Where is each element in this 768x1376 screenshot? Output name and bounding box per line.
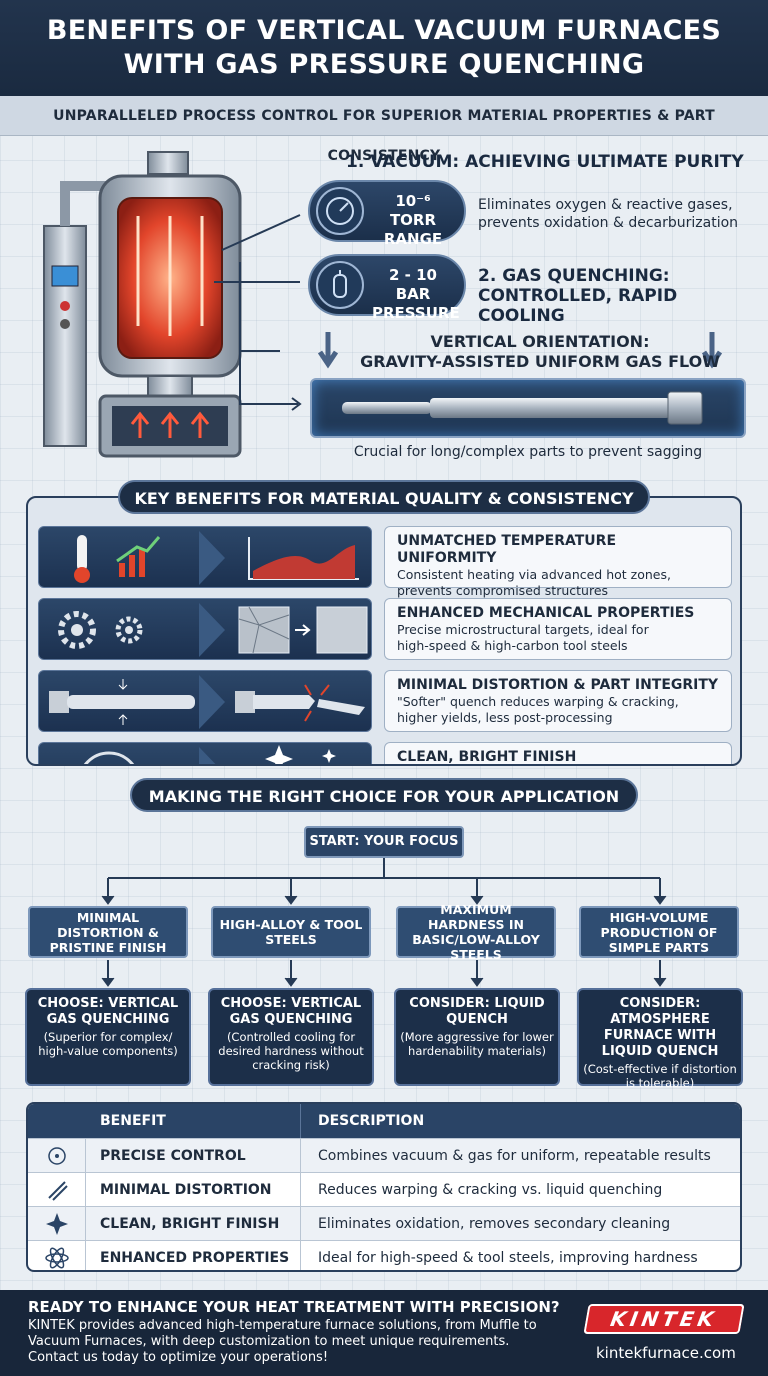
- decision-tree-connectors: [101, 858, 667, 987]
- title-line-2: WITH GAS PRESSURE QUENCHING: [123, 49, 645, 80]
- vacuum-desc-line-2: prevents oxidation & decarburization: [478, 215, 739, 231]
- microstructure-illustration: [38, 598, 372, 660]
- gas-cylinder-icon: [316, 261, 364, 309]
- benefit-desc-line-2: high-speed & high-carbon tool steels: [397, 638, 628, 653]
- footer-line-2: Vacuum Furnaces, with deep customization…: [28, 1334, 510, 1349]
- orientation-title: VERTICAL ORIENTATION: GRAVITY-ASSISTED U…: [330, 332, 750, 372]
- focus-option: HIGH-VOLUME PRODUCTION OF SIMPLE PARTS: [579, 906, 739, 958]
- sparkle-icon: [28, 1207, 86, 1241]
- distortion-comparison-illustration: [38, 670, 372, 732]
- table-header: BENEFIT DESCRIPTION: [28, 1104, 740, 1138]
- column-header-description: DESCRIPTION: [318, 1113, 425, 1129]
- choice-banner: MAKING THE RIGHT CHOICE FOR YOUR APPLICA…: [130, 778, 638, 812]
- benefit-desc-line-2: higher yields, less post-processing: [397, 710, 613, 725]
- start-focus-box: START: YOUR FOCUS: [304, 826, 464, 858]
- key-benefits-banner: KEY BENEFITS FOR MATERIAL QUALITY & CONS…: [118, 480, 650, 514]
- quench-badge-value: 2 - 10 BAR: [389, 266, 437, 303]
- atom-icon: [28, 1241, 86, 1270]
- row-benefit: PRECISE CONTROL: [100, 1148, 246, 1164]
- row-benefit: MINIMAL DISTORTION: [100, 1182, 272, 1198]
- outcome-desc: (Cost-effective if distortion is tolerab…: [583, 1062, 737, 1090]
- page-subtitle: UNPARALLELED PROCESS CONTROL FOR SUPERIO…: [0, 96, 768, 164]
- choice-outcome: CONSIDER: ATMOSPHERE FURNACE WITH LIQUID…: [577, 988, 743, 1090]
- table-row: MINIMAL DISTORTION Reduces warping & cra…: [28, 1172, 740, 1207]
- key-benefits-panel: UNMATCHED TEMPERATURE UNIFORMITY Consist…: [26, 496, 742, 766]
- vacuum-gauge-icon: [316, 187, 364, 235]
- distortion-icon: [28, 1173, 86, 1207]
- outcome-title: CONSIDER: LIQUID QUENCH: [409, 996, 545, 1027]
- quench-pressure-badge: 2 - 10 BAR PRESSURE: [308, 254, 466, 322]
- footer-description: KINTEK provides advanced high-temperatur…: [28, 1318, 548, 1366]
- page-title: BENEFITS OF VERTICAL VACUUM FURNACES WIT…: [0, 0, 768, 96]
- orientation-title-line-2: GRAVITY-ASSISTED UNIFORM GAS FLOW: [360, 352, 720, 371]
- footer-title: READY TO ENHANCE YOUR HEAT TREATMENT WIT…: [28, 1298, 560, 1316]
- orientation-note: Crucial for long/complex parts to preven…: [353, 444, 703, 460]
- table-row: CLEAN, BRIGHT FINISH Eliminates oxidatio…: [28, 1206, 740, 1241]
- row-description: Reduces warping & cracking vs. liquid qu…: [318, 1182, 663, 1198]
- target-icon: [28, 1139, 86, 1173]
- outcome-desc: (More aggressive for lower hardenability…: [400, 1030, 554, 1058]
- title-line-1: BENEFITS OF VERTICAL VACUUM FURNACES: [46, 15, 722, 46]
- column-header-benefit: BENEFIT: [100, 1113, 166, 1129]
- quench-section-title: 2. GAS QUENCHING: CONTROLLED, RAPID COOL…: [478, 266, 768, 326]
- vacuum-pressure-badge: 10⁻⁶ TORR RANGE: [308, 180, 466, 248]
- vacuum-badge-unit: RANGE: [383, 230, 443, 248]
- row-description: Eliminates oxidation, removes secondary …: [318, 1216, 671, 1232]
- outcome-title: CHOOSE: VERTICAL GAS QUENCHING: [220, 996, 362, 1027]
- quench-title-line-2: CONTROLLED, RAPID COOLING: [478, 286, 678, 326]
- focus-option: HIGH-ALLOY & TOOL STEELS: [211, 906, 371, 958]
- temperature-chart-illustration: [38, 526, 372, 588]
- row-description: Combines vacuum & gas for uniform, repea…: [318, 1148, 711, 1164]
- vacuum-description: Eliminates oxygen & reactive gases, prev…: [478, 196, 738, 232]
- table-row: PRECISE CONTROL Combines vacuum & gas fo…: [28, 1138, 740, 1173]
- kintek-logo: KINTEK: [583, 1304, 745, 1334]
- vacuum-badge-value: 10⁻⁶ TORR: [389, 192, 437, 229]
- quench-title-line-1: 2. GAS QUENCHING:: [478, 266, 670, 286]
- benefit-row: CLEAN, BRIGHT FINISH: [38, 742, 734, 765]
- benefit-row: ENHANCED MECHANICAL PROPERTIES Precise m…: [38, 598, 734, 660]
- focus-option: MAXIMUM HARDNESS IN BASIC/LOW-ALLOY STEE…: [396, 902, 556, 962]
- footer-cta: READY TO ENHANCE YOUR HEAT TREATMENT WIT…: [0, 1290, 768, 1376]
- benefit-card: UNMATCHED TEMPERATURE UNIFORMITY Consist…: [384, 526, 732, 598]
- benefit-desc-line-1: "Softer" quench reduces warping & cracki…: [397, 694, 679, 709]
- row-description: Ideal for high-speed & tool steels, impr…: [318, 1250, 698, 1266]
- benefit-desc-line-1: Precise microstructural targets, ideal f…: [397, 622, 649, 637]
- benefit-title: CLEAN, BRIGHT FINISH: [397, 749, 577, 765]
- choice-outcome: CHOOSE: VERTICAL GAS QUENCHING (Controll…: [208, 988, 374, 1086]
- footer-line-3: Contact us today to optimize your operat…: [28, 1350, 329, 1365]
- vertical-vacuum-furnace-illustration: [43, 151, 280, 458]
- outcome-desc: (Controlled cooling for desired hardness…: [218, 1030, 364, 1072]
- benefit-card: MINIMAL DISTORTION & PART INTEGRITY "Sof…: [384, 670, 732, 732]
- benefit-desc-line-1: Consistent heating via advanced hot zone…: [397, 567, 671, 582]
- footer-line-1: KINTEK provides advanced high-temperatur…: [28, 1318, 537, 1333]
- outcome-desc: (Superior for complex/ high-value compon…: [38, 1030, 178, 1058]
- focus-option: MINIMAL DISTORTION & PRISTINE FINISH: [28, 906, 188, 958]
- quench-badge-unit: PRESSURE: [372, 304, 460, 322]
- benefit-row: MINIMAL DISTORTION & PART INTEGRITY "Sof…: [38, 670, 734, 732]
- bright-finish-illustration: [38, 742, 372, 764]
- benefit-summary-table: BENEFIT DESCRIPTION PRECISE CONTROL Comb…: [26, 1102, 742, 1272]
- benefit-desc-line-2: prevents compromised structures: [397, 583, 609, 598]
- long-shaft-illustration: [310, 378, 746, 438]
- benefit-card: ENHANCED MECHANICAL PROPERTIES Precise m…: [384, 598, 732, 660]
- outcome-title: CONSIDER: ATMOSPHERE FURNACE WITH LIQUID…: [601, 996, 719, 1059]
- vacuum-section-title: 1. VACUUM: ACHIEVING ULTIMATE PURITY: [346, 152, 744, 172]
- outcome-title: CHOOSE: VERTICAL GAS QUENCHING: [37, 996, 179, 1027]
- choice-outcome: CONSIDER: LIQUID QUENCH (More aggressive…: [394, 988, 560, 1086]
- benefit-title: ENHANCED MECHANICAL PROPERTIES: [397, 605, 695, 621]
- choice-outcome: CHOOSE: VERTICAL GAS QUENCHING (Superior…: [25, 988, 191, 1086]
- benefit-title: UNMATCHED TEMPERATURE UNIFORMITY: [397, 533, 617, 566]
- benefit-card: CLEAN, BRIGHT FINISH: [384, 742, 732, 765]
- table-row: ENHANCED PROPERTIES Ideal for high-speed…: [28, 1240, 740, 1270]
- benefit-title: MINIMAL DISTORTION & PART INTEGRITY: [397, 677, 719, 693]
- vacuum-desc-line-1: Eliminates oxygen & reactive gases,: [478, 197, 733, 213]
- website-link[interactable]: kintekfurnace.com: [596, 1344, 736, 1362]
- benefit-row: UNMATCHED TEMPERATURE UNIFORMITY Consist…: [38, 526, 734, 598]
- orientation-title-line-1: VERTICAL ORIENTATION:: [430, 332, 650, 351]
- row-benefit: ENHANCED PROPERTIES: [100, 1250, 290, 1266]
- row-benefit: CLEAN, BRIGHT FINISH: [100, 1216, 280, 1232]
